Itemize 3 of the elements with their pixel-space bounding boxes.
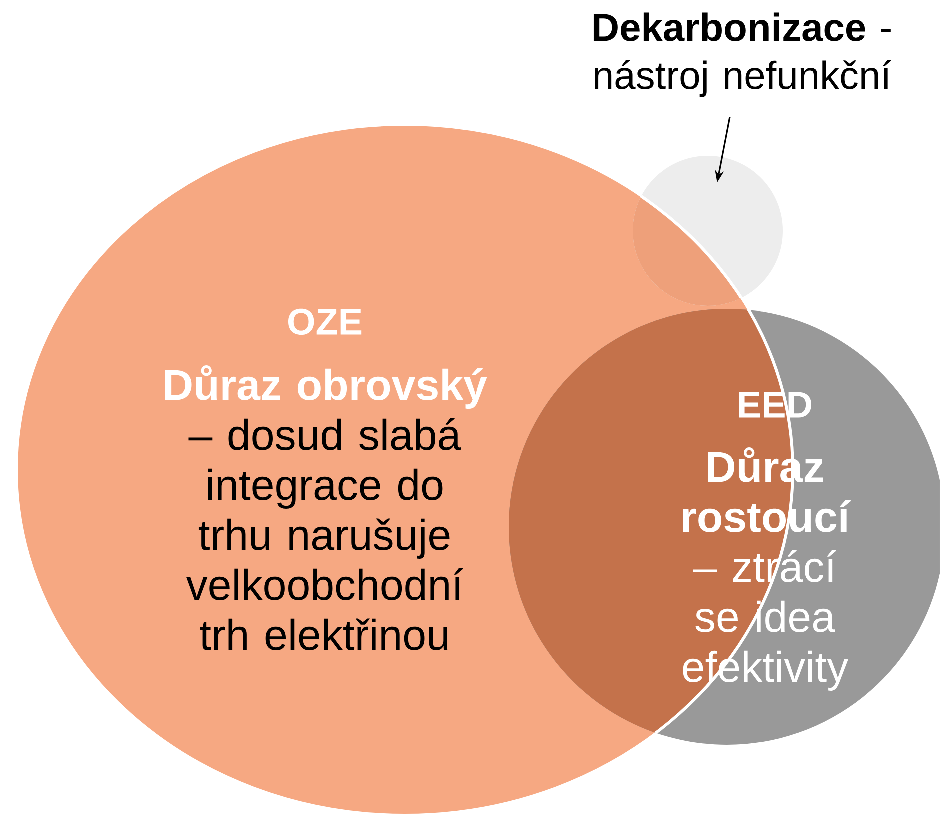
circle-text: Důraz obrovský – dosud slabá integrace do trhu narušuje velkoobchodní trh elektřinou <box>165 366 488 650</box>
callout-text: Dekarbonizace - nástroj nefunkční <box>594 12 892 98</box>
circle-title: OZE <box>288 308 362 336</box>
